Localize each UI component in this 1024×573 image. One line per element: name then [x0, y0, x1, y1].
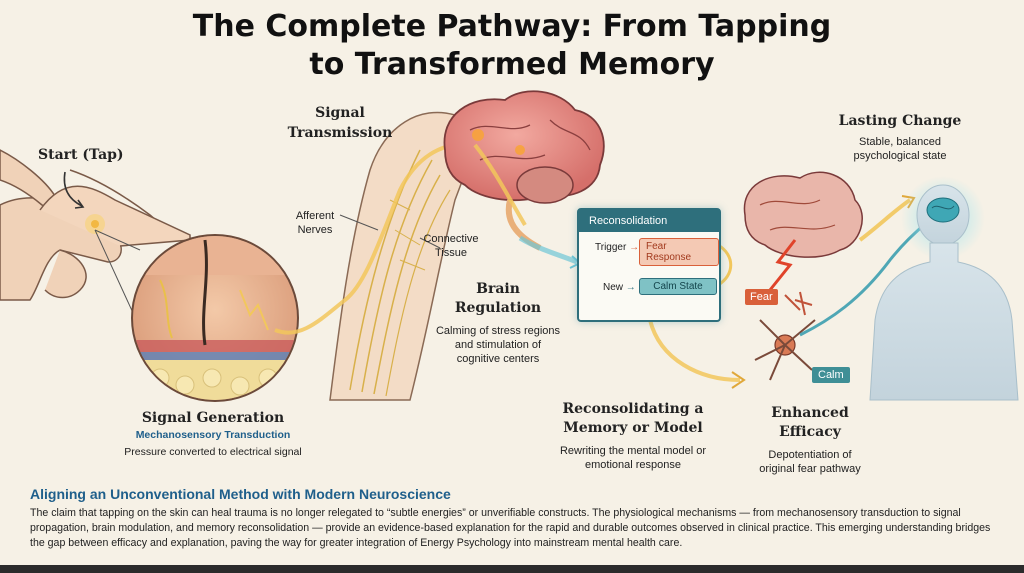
brain-regulation-desc3: cognitive centers — [456, 353, 540, 365]
brain-regulation-line2: Regulation — [454, 300, 542, 316]
reconsolidating-line2: Memory or Model — [563, 420, 703, 436]
enhanced-line1: Enhanced — [771, 405, 849, 421]
reconsolidating-desc2: emotional response — [584, 459, 681, 471]
signal-generation-desc: Pressure converted to electrical signal — [124, 446, 302, 458]
fear-tag: Fear — [745, 289, 778, 305]
afferent-nerves-line2: Nerves — [297, 224, 333, 236]
enhanced-desc1: Depotentiation of — [768, 449, 852, 461]
afferent-nerves-label: Afferent Nerves — [285, 209, 345, 237]
person-silhouette — [869, 176, 1019, 401]
brain-regulation-block: Brain Regulation Calming of stress regio… — [428, 280, 568, 366]
footer-text: The claim that tapping on the skin can h… — [30, 507, 991, 549]
page-title-line1: The Complete Pathway: From Tapping — [192, 9, 832, 44]
signal-generation-title: Signal Generation — [141, 410, 285, 426]
reconsolidating-block: Reconsolidating a Memory or Model Rewrit… — [548, 400, 718, 472]
lasting-desc2: psychological state — [853, 150, 947, 162]
connective-tissue-line1: Connective — [423, 233, 479, 245]
connective-tissue-line2: Tissue — [435, 247, 467, 259]
skin-cross-section — [131, 234, 299, 402]
new-label: New → — [597, 280, 642, 295]
reconsolidation-header: Reconsolidation — [579, 210, 719, 232]
lasting-desc1: Stable, balanced — [859, 136, 941, 148]
calm-state-badge: Calm State — [639, 278, 717, 295]
arm-nerves-illustration — [329, 111, 475, 401]
signal-generation-subtitle: Mechanosensory Transduction — [135, 429, 291, 441]
lasting-title: Lasting Change — [838, 113, 962, 129]
signal-transmission-label: Signal Transmission — [280, 103, 400, 143]
fear-response-badge: Fear Response — [639, 238, 719, 266]
reconsolidating-desc1: Rewriting the mental model or — [559, 445, 707, 457]
fear-brain-illustration — [743, 171, 863, 316]
new-arrow-icon: → — [625, 282, 636, 293]
signal-path — [274, 142, 476, 335]
afferent-nerves-line1: Afferent — [295, 210, 335, 222]
trigger-label: Trigger → — [589, 240, 645, 255]
brain-regulation-desc2: and stimulation of — [454, 339, 542, 351]
lasting-change-block: Lasting Change Stable, balanced psycholo… — [830, 112, 970, 163]
trigger-arrow-icon: → — [629, 242, 640, 253]
connective-tissue-label: Connective Tissue — [416, 232, 486, 260]
brain-regulation-desc1: Calming of stress regions — [435, 325, 561, 337]
page-title: The Complete Pathway: From Tapping to Tr… — [0, 8, 1024, 84]
trigger-text: Trigger — [595, 242, 627, 253]
brain-regulation-line1: Brain — [476, 281, 520, 297]
reconsolidation-box: Reconsolidation Trigger → Fear Response … — [577, 208, 721, 322]
page-title-line2: to Transformed Memory — [309, 47, 715, 82]
enhanced-line2: Efficacy — [779, 424, 841, 440]
start-label: Start (Tap) — [38, 147, 124, 163]
brain-illustration — [443, 90, 605, 251]
new-text: New — [603, 282, 624, 293]
bottom-bar — [0, 565, 1024, 573]
enhanced-desc2: original fear pathway — [759, 463, 861, 475]
signal-generation-block: Signal Generation Mechanosensory Transdu… — [118, 408, 308, 461]
signal-transmission-line1: Signal — [315, 105, 365, 121]
enhanced-efficacy-block: Enhanced Efficacy Depotentiation of orig… — [740, 404, 880, 476]
footer-title: Aligning an Unconventional Method with M… — [30, 486, 451, 502]
calm-tag: Calm — [812, 367, 850, 383]
signal-transmission-line2: Transmission — [287, 125, 393, 141]
start-arrow — [63, 171, 83, 207]
reconsolidating-line1: Reconsolidating a — [562, 401, 704, 417]
